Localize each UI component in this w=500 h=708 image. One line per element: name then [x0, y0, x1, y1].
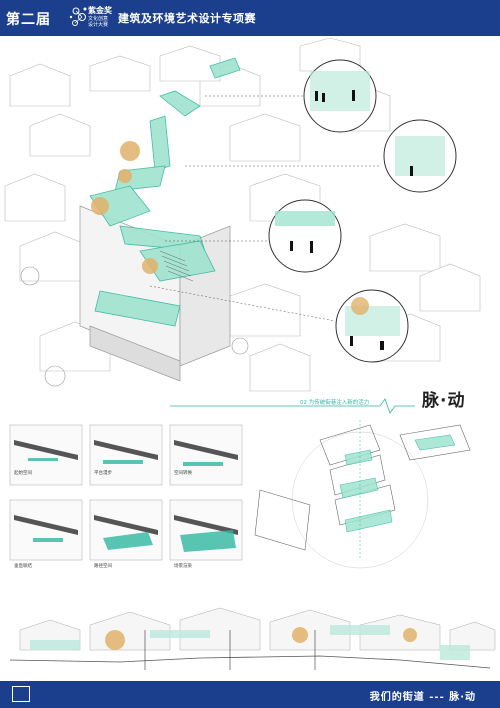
exploded-diagram [254, 420, 471, 569]
award-sub-line2: 设计大赛 [88, 22, 109, 28]
caption-3: 空间转换 [174, 471, 192, 476]
award-emblem-icon [69, 7, 87, 26]
footer-tagline: 我们的街道 --- 脉·动 [369, 692, 476, 703]
award-name: 紫金奖 [88, 6, 112, 15]
caption-1: 起始空间 [14, 471, 32, 476]
edition-label: 第二届 [6, 12, 51, 28]
project-title: 脉·动 [422, 391, 466, 411]
footer-logo-icon [12, 686, 30, 702]
street-elevation [9, 607, 496, 670]
award-sub-line1: 文化创意 [88, 16, 109, 22]
footer-banner: 我们的街道 --- 脉·动 [0, 681, 500, 708]
section-subtitle: 02 为传统街巷注入新的活力 [300, 400, 370, 406]
competition-title: 建筑及环境艺术设计专项赛 [118, 12, 256, 25]
caption-2: 平台漫步 [94, 471, 112, 476]
caption-4: 垂直联结 [14, 564, 32, 569]
award-logo: 紫金奖 文化创意 设计大赛 [68, 3, 118, 33]
caption-5: 路径空间 [94, 564, 112, 569]
axonometric-drawing [4, 37, 481, 392]
caption-6: 场景渲染 [174, 564, 192, 569]
pulse-line [170, 398, 415, 414]
award-subtitle: 文化创意 设计大赛 [88, 16, 108, 28]
process-diagrams [9, 424, 243, 561]
header-banner: 第二届 紫金奖 文化创意 设计大赛 建筑及环境艺术设计专项赛 [0, 0, 500, 36]
